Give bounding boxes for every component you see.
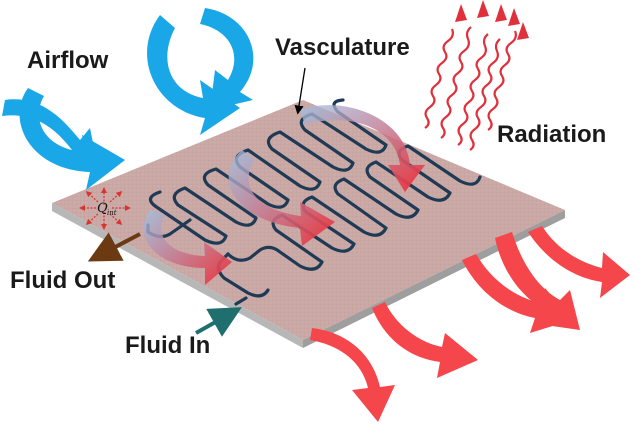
- airflow-label: Airflow: [27, 47, 109, 74]
- vasculature-leader: [294, 67, 306, 115]
- radiation-head-icon: [495, 4, 507, 22]
- transfer-arrow-icon: [228, 150, 335, 246]
- heat-exit-arrow-icon: [372, 302, 478, 378]
- radiation-head-icon: [455, 4, 467, 22]
- radiation-wave-heads: [455, 0, 529, 40]
- radiation-wave-icon: [469, 38, 501, 151]
- radiation-wave-icon: [487, 30, 517, 131]
- heat-source-subscript: int: [107, 209, 117, 217]
- radiation-head-icon: [508, 8, 520, 26]
- radiation-wave-icon: [424, 28, 454, 129]
- serpentine-channel-lower: [226, 144, 482, 271]
- vasculature-label: Vasculature: [275, 34, 410, 61]
- heat-exit-arrow-icon: [310, 328, 395, 422]
- radiation-wave-icon: [440, 26, 472, 139]
- radiation-label: Radiation: [497, 121, 606, 148]
- radiation-wave-icon: [457, 33, 489, 146]
- heat-exit-arrows: [310, 226, 630, 422]
- heat-exit-arrow-icon: [528, 226, 630, 298]
- inlet-line: [234, 296, 248, 306]
- fluid-out-arrow-icon: [87, 232, 141, 262]
- transfer-arrow-icon: [143, 210, 232, 285]
- airflow-arrow-icon: [19, 88, 125, 190]
- heat-transfer-arrows: [143, 105, 425, 285]
- airflow-arrow-icon: [200, 8, 254, 110]
- fluid-out-label: Fluid Out: [10, 267, 115, 294]
- radiation-head-icon: [517, 22, 529, 40]
- heat-exit-arrow-icon: [495, 232, 580, 330]
- airflow-arrow-icon: [2, 99, 98, 168]
- transfer-arrow-icon: [300, 105, 425, 192]
- heat-exit-arrow-icon: [462, 254, 572, 333]
- radiation-waves: [424, 26, 517, 151]
- fluid-in-label: Fluid In: [125, 332, 210, 359]
- fluid-in-arrow-icon: [195, 307, 242, 337]
- heat-source-icon: [79, 187, 131, 230]
- airflow-arrows: [2, 8, 254, 190]
- heat-source-symbol: Q: [97, 201, 108, 216]
- radiation-head-icon: [477, 0, 489, 18]
